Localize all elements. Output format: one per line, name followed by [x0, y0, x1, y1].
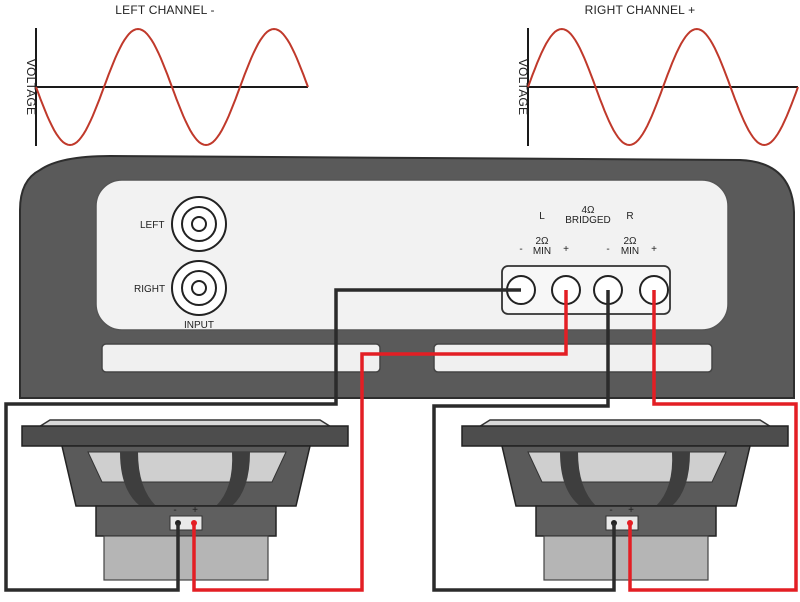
- bridged-impedance-label: 4Ω: [581, 205, 595, 216]
- right-speaker-flange: [461, 425, 789, 447]
- right-speaker-magnet: [543, 535, 709, 581]
- left-minus-sign: -: [519, 244, 522, 255]
- left-basket-rib-2: [216, 452, 250, 506]
- left-waveform-plot: LEFT CHANNEL - VOLTAGE: [24, 3, 309, 147]
- right-speaker-minus-label: -: [609, 505, 612, 516]
- input-label: INPUT: [184, 320, 214, 331]
- right-speaker-plus-label: +: [628, 505, 634, 516]
- subwoofer-right: - +: [461, 419, 789, 581]
- left-speaker-magnet: [103, 535, 269, 581]
- left-plus-sign: +: [563, 244, 569, 255]
- right-min-impedance: 2Ω: [623, 236, 637, 247]
- right-speaker-cone: [527, 451, 727, 483]
- left-speaker-minus-label: -: [173, 505, 176, 516]
- rca-left-pin: [191, 216, 207, 232]
- wire-left-negative[interactable]: [4, 288, 521, 592]
- right-voltage-label: VOLTAGE: [516, 59, 530, 115]
- right-min-label: MIN: [621, 246, 639, 257]
- right-channel-title: RIGHT CHANNEL +: [585, 3, 696, 17]
- right-basket-rib-2: [656, 452, 690, 506]
- chassis-vent-right: [433, 343, 713, 373]
- left-min-impedance: 2Ω: [535, 236, 549, 247]
- rca-right-pin: [191, 280, 207, 296]
- wiring: [4, 288, 798, 592]
- left-speaker-plus-label: +: [192, 505, 198, 516]
- right-minus-sign: -: [606, 244, 609, 255]
- left-speaker-cone: [87, 451, 287, 483]
- left-min-label: MIN: [533, 246, 551, 257]
- left-voltage-label: VOLTAGE: [24, 59, 38, 115]
- input-left-label: LEFT: [140, 220, 164, 231]
- left-sine-wave: [35, 27, 309, 147]
- bridged-label: BRIDGED: [565, 215, 611, 226]
- input-right-label: RIGHT: [134, 284, 165, 295]
- subwoofer-left: - +: [21, 419, 349, 581]
- rca-input-left[interactable]: [171, 196, 227, 252]
- right-speaker-terminal-plate: [605, 515, 639, 531]
- wire-left-positive[interactable]: [192, 290, 568, 592]
- wire-right-positive[interactable]: [628, 290, 798, 592]
- left-speaker-flange: [21, 425, 349, 447]
- terminal-label-R: R: [626, 211, 633, 222]
- wire-right-negative[interactable]: [432, 290, 616, 592]
- left-basket-rib-1: [120, 452, 156, 506]
- rca-input-right[interactable]: [171, 260, 227, 316]
- left-speaker-terminal-plate: [169, 515, 203, 531]
- right-waveform-plot: RIGHT CHANNEL + VOLTAGE: [516, 3, 799, 147]
- chassis-vent-left: [101, 343, 381, 373]
- right-plus-sign: +: [651, 244, 657, 255]
- amplifier: LEFT RIGHT INPUT L 4Ω BRIDGED R 2Ω MIN -…: [19, 154, 795, 399]
- left-channel-title: LEFT CHANNEL -: [115, 3, 215, 17]
- right-basket-rib-1: [560, 452, 596, 506]
- terminal-label-L: L: [539, 211, 545, 222]
- right-sine-wave: [527, 27, 799, 147]
